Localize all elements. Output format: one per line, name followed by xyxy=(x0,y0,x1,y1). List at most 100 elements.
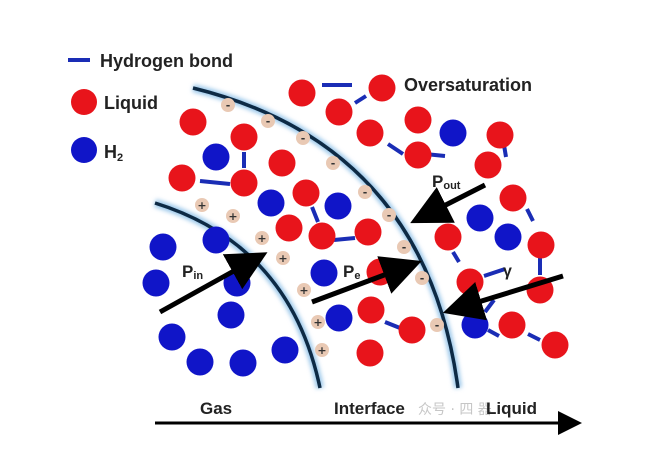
liquid-molecule xyxy=(398,316,426,344)
h2-molecule xyxy=(158,323,186,351)
liquid-legend-icon xyxy=(71,89,97,115)
p-e-label: Pe xyxy=(343,262,360,282)
h2-molecule xyxy=(257,189,285,217)
legend-hydrogen-bond: Hydrogen bond xyxy=(100,51,233,71)
svg-text:+: + xyxy=(197,199,206,212)
p-e-arrow xyxy=(311,256,422,305)
h2-molecule xyxy=(310,259,338,287)
liquid-molecule xyxy=(356,339,384,367)
h2-molecule xyxy=(186,348,214,376)
legend: Hydrogen bond Liquid H2 xyxy=(68,51,233,164)
liquid-molecule xyxy=(541,331,569,359)
h2-molecule xyxy=(217,301,245,329)
svg-text:-: - xyxy=(266,115,271,128)
gamma-label: γ xyxy=(503,263,512,280)
liquid-molecule xyxy=(474,151,502,179)
svg-text:-: - xyxy=(226,99,231,112)
p-out-arrow xyxy=(410,182,487,224)
surface-tension-arrow xyxy=(442,273,564,321)
h2-molecule xyxy=(325,304,353,332)
liquid-molecule xyxy=(357,296,385,324)
positive-charge: + xyxy=(195,198,209,212)
liquid-molecule xyxy=(179,108,207,136)
liquid-molecule xyxy=(499,184,527,212)
positive-charge: + xyxy=(297,283,311,297)
negative-charge: - xyxy=(296,131,310,145)
liquid-molecule xyxy=(288,79,316,107)
oversaturation-label: Oversaturation xyxy=(404,75,532,95)
negative-charge: - xyxy=(415,271,429,285)
region-axis: Gas Interface 众号 · 四 器 Liquid xyxy=(155,399,582,435)
liquid-molecule xyxy=(486,121,514,149)
liquid-molecule xyxy=(275,214,303,242)
p-in-arrow xyxy=(158,252,268,315)
hydrogen-bond xyxy=(384,320,401,330)
negative-charge: - xyxy=(261,114,275,128)
hydrogen-bonds xyxy=(199,83,542,342)
watermark: 众号 · 四 器 xyxy=(418,402,492,418)
svg-text:-: - xyxy=(363,186,368,199)
h2-molecule xyxy=(466,204,494,232)
hydrogen-bond xyxy=(487,328,500,338)
h2-molecule xyxy=(461,311,489,339)
svg-text:+: + xyxy=(228,210,237,223)
liquid-molecule xyxy=(456,268,484,296)
liquid-molecule xyxy=(527,231,555,259)
liquid-molecule xyxy=(368,74,396,102)
h2-molecule xyxy=(229,349,257,377)
svg-text:-: - xyxy=(435,319,440,332)
hydrogen-bond xyxy=(527,332,541,342)
legend-h2: H2 xyxy=(104,142,123,164)
liquid-molecule xyxy=(356,119,384,147)
positive-charge: + xyxy=(311,315,325,329)
h2-legend-icon xyxy=(71,137,97,163)
negative-charge: - xyxy=(430,318,444,332)
negative-charge: - xyxy=(221,98,235,112)
liquid-molecule xyxy=(325,98,353,126)
liquid-molecule xyxy=(354,218,382,246)
axis-gas: Gas xyxy=(200,399,232,418)
negative-charge: - xyxy=(326,156,340,170)
svg-text:-: - xyxy=(301,132,306,145)
svg-text:-: - xyxy=(387,209,392,222)
liquid-molecule xyxy=(498,311,526,339)
liquid-molecule xyxy=(230,169,258,197)
hydrogen-bond xyxy=(525,208,535,222)
h2-molecule xyxy=(494,223,522,251)
liquid-molecule xyxy=(308,222,336,250)
hydrogen-bond xyxy=(451,250,461,264)
pressure-arrows xyxy=(158,182,564,321)
hydrogen-bond xyxy=(310,206,320,223)
svg-text:+: + xyxy=(313,316,322,329)
charges: ---------+++++++ xyxy=(195,98,444,357)
p-out-label: Pout xyxy=(432,172,461,192)
svg-text:-: - xyxy=(402,241,407,254)
negative-charge: - xyxy=(382,208,396,222)
svg-text:+: + xyxy=(257,232,266,245)
hydrogen-bond xyxy=(199,179,231,186)
h2-molecule xyxy=(324,192,352,220)
positive-charge: + xyxy=(255,231,269,245)
outer-interface-arc xyxy=(192,86,460,389)
hydrogen-bond xyxy=(386,142,405,156)
negative-charge: - xyxy=(397,240,411,254)
liquid-molecule xyxy=(230,123,258,151)
svg-text:+: + xyxy=(317,344,326,357)
h2-molecule xyxy=(202,143,230,171)
svg-text:-: - xyxy=(420,272,425,285)
liquid-molecule xyxy=(404,106,432,134)
liquid-molecule xyxy=(404,141,432,169)
hydrogen-bond xyxy=(333,236,356,242)
h2-molecule xyxy=(271,336,299,364)
liquid-molecule xyxy=(292,179,320,207)
svg-text:-: - xyxy=(331,157,336,170)
hydrogen-bond xyxy=(483,267,506,278)
hydrogen-bond xyxy=(353,94,368,105)
liquid-molecule xyxy=(434,223,462,251)
legend-liquid: Liquid xyxy=(104,93,158,113)
negative-charge: - xyxy=(358,185,372,199)
h2-molecule xyxy=(202,226,230,254)
liquid-molecule xyxy=(168,164,196,192)
p-in-label: Pin xyxy=(182,262,203,282)
